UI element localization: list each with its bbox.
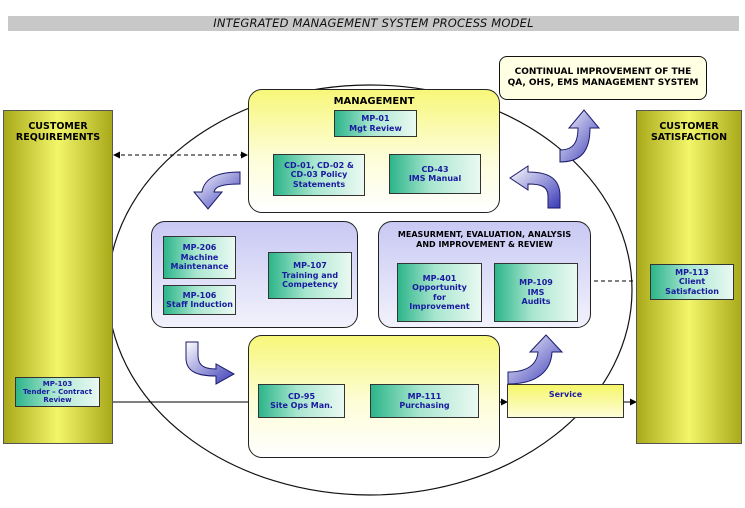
service-box[interactable]: Service	[507, 384, 624, 418]
ims-manual-label: CD-43 IMS Manual	[408, 164, 462, 184]
client-satisfaction-label: MP-113 Client Satisfaction	[665, 267, 719, 296]
ims-audits-label: MP-109 IMS Audits	[519, 278, 553, 307]
continual-improvement-box: CONTINUAL IMPROVEMENT OF THE QA, OHS, EM…	[499, 56, 707, 100]
client-satisfaction-box[interactable]: MP-113 Client Satisfaction	[650, 264, 734, 300]
customer-satisfaction-title: CUSTOMER SATISFACTION	[650, 121, 728, 143]
tender-contract-review-label: MP-103 Tender – Contract Review	[22, 380, 93, 404]
training-competency-box[interactable]: MP-107 Training and Competency	[268, 252, 352, 299]
machine-maintenance-label: MP-206 Machine Maintenance	[170, 243, 229, 272]
policy-statements-box[interactable]: CD-01, CD-02 & CD-03 Policy Statements	[273, 154, 365, 196]
ims-audits-box[interactable]: MP-109 IMS Audits	[494, 263, 578, 322]
flow-arrow-icon	[192, 171, 241, 210]
purchasing-box[interactable]: MP-111 Purchasing	[370, 384, 479, 418]
flow-arrow-icon	[559, 109, 601, 163]
customer-requirements-title: CUSTOMER REQUIREMENTS	[15, 121, 101, 143]
ims-manual-box[interactable]: CD-43 IMS Manual	[389, 154, 481, 194]
policy-statements-label: CD-01, CD-02 & CD-03 Policy Statements	[284, 160, 354, 189]
flow-arrow-icon	[185, 341, 236, 385]
staff-induction-box[interactable]: MP-106 Staff Induction	[163, 285, 236, 315]
opportunity-improvement-label: MP-401 Opportunity for Improvement	[409, 273, 470, 312]
management-title: MANAGEMENT	[333, 96, 415, 107]
opportunity-improvement-box[interactable]: MP-401 Opportunity for Improvement	[397, 263, 482, 322]
flow-arrow-icon	[509, 165, 561, 209]
site-ops-label: CD-95 Site Ops Man.	[270, 391, 333, 411]
measurement-title: MEASURMENT, EVALUATION, ANALYSIS AND IMP…	[397, 230, 572, 249]
purchasing-label: MP-111 Purchasing	[399, 391, 450, 411]
page-title: INTEGRATED MANAGEMENT SYSTEM PROCESS MOD…	[8, 16, 739, 31]
machine-maintenance-box[interactable]: MP-206 Machine Maintenance	[163, 236, 236, 279]
site-ops-box[interactable]: CD-95 Site Ops Man.	[258, 384, 345, 418]
mgt-review-label: MP-01 Mgt Review	[349, 114, 402, 133]
flow-arrow-icon	[507, 334, 564, 385]
staff-induction-label: MP-106 Staff Induction	[166, 290, 233, 310]
training-competency-label: MP-107 Training and Competency	[281, 261, 339, 290]
tender-contract-review-box[interactable]: MP-103 Tender – Contract Review	[15, 377, 100, 407]
mgt-review-box[interactable]: MP-01 Mgt Review	[334, 110, 417, 137]
